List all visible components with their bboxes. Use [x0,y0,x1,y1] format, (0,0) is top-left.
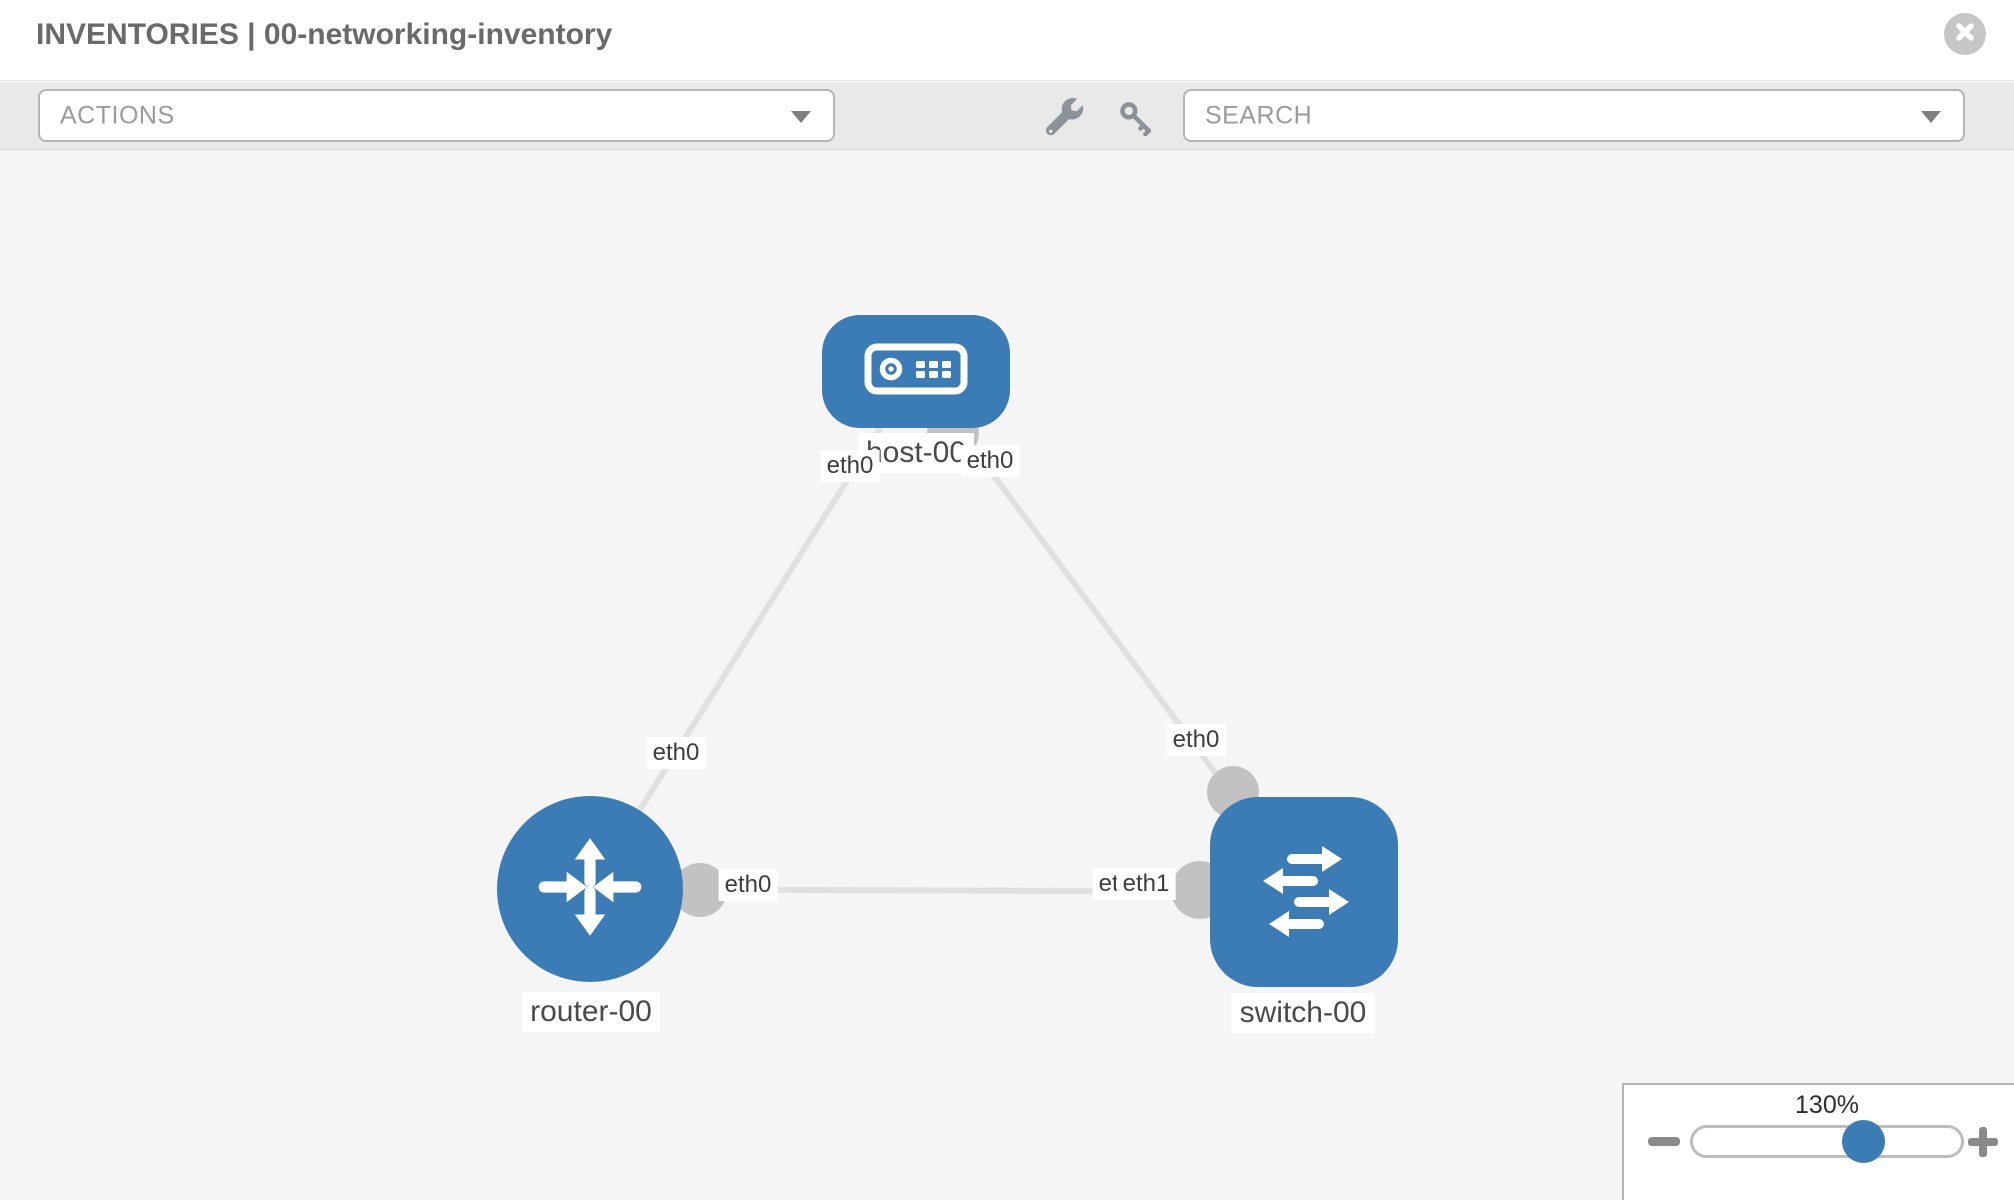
node-router-00[interactable] [497,796,683,982]
zoom-out-button minus-icon[interactable] [1648,1137,1680,1146]
node-label-router: router-00 [522,992,660,1032]
search-dropdown[interactable]: SEARCH [1183,89,1965,142]
topology-canvas[interactable]: host-00 router-00 switch-00 eth0 eth0 et… [0,150,2014,1200]
if-label-router-eth0-to-switch: eth0 [718,869,778,901]
actions-dropdown[interactable]: ACTIONS [38,89,835,142]
page-title: INVENTORIES | 00-networking-inventory [36,18,613,51]
actions-dropdown-label: ACTIONS [60,101,175,129]
host-icon [864,343,968,400]
search-dropdown-label: SEARCH [1205,101,1313,129]
close-icon [1955,22,1975,47]
plus-icon-bar [1979,1127,1987,1157]
node-host-00[interactable] [822,315,1010,428]
toolbar: ACTIONS SEARCH [0,82,2014,150]
key-button[interactable] [1118,100,1154,141]
wrench-button[interactable] [1045,98,1084,141]
chevron-down-icon [791,110,811,123]
zoom-in-button plus-icon[interactable] [1968,1127,1998,1157]
zoom-level-value: 130% [1795,1091,1859,1119]
key-icon [1118,102,1154,140]
node-label-switch: switch-00 [1231,993,1375,1033]
page-header: INVENTORIES | 00-networking-inventory [0,0,2014,81]
switch-icon [1239,825,1369,960]
node-switch-00[interactable] [1210,797,1398,987]
zoom-control-panel: 130% [1622,1083,2014,1200]
node-label-host: host-00 [857,433,975,473]
wrench-icon [1045,98,1084,140]
zoom-slider-handle[interactable] [1842,1120,1885,1163]
if-label-switch-eth1: eth1 [1116,868,1176,900]
chevron-down-icon [1921,110,1941,123]
interface-connector [673,863,727,917]
router-icon [529,826,651,953]
zoom-slider-track[interactable] [1690,1125,1964,1158]
links-layer [587,369,1307,919]
if-label-switch-eth0-to-host: eth0 [1166,724,1226,756]
if-label-router-eth0-to-host: eth0 [646,737,706,769]
if-label-host-eth0-to-router: eth0 [820,450,880,482]
if-label-host-eth0-to-switch: eth0 [960,445,1020,477]
close-button[interactable] [1944,13,1986,55]
